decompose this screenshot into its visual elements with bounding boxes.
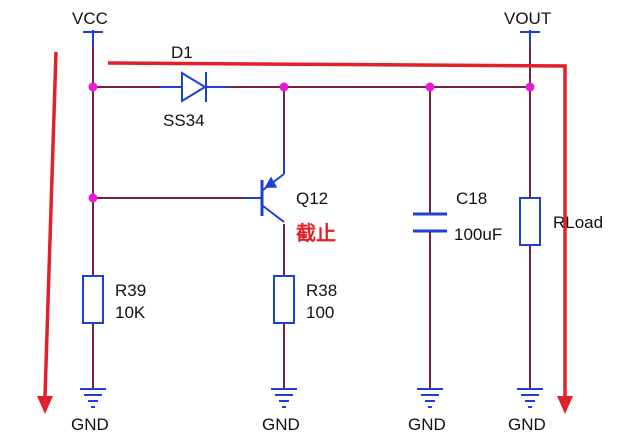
gnd-label: GND: [508, 415, 546, 434]
resistor-r39: R39 10K: [82, 275, 146, 324]
r39-body: [82, 275, 104, 324]
junction-vcc-base: [88, 193, 98, 203]
gnd-rload: GND: [508, 388, 546, 434]
r39-ref-label: R39: [115, 281, 146, 300]
wires: [92, 46, 531, 389]
q12-collector-leg: [262, 205, 285, 223]
gnd-label: GND: [262, 415, 300, 434]
gnd-r39: GND: [71, 388, 109, 434]
diode-triangle-icon: [181, 71, 207, 103]
c18-value-label: 100uF: [454, 225, 502, 244]
vcc-port: VCC: [72, 9, 108, 46]
resistor-rload: RLoad: [519, 197, 603, 246]
right-arrow-head-icon: [557, 396, 573, 414]
r38-value-label: 100: [306, 303, 334, 322]
gnd-r38: GND: [262, 388, 300, 434]
rload-label: RLoad: [553, 213, 603, 232]
d1-ref-label: D1: [171, 43, 193, 62]
junction-vcc-top: [88, 82, 98, 92]
resistor-r38: R38 100: [273, 275, 337, 324]
r39-value-label: 10K: [115, 303, 146, 322]
left-arrow-head-icon: [37, 396, 53, 414]
vcc-label: VCC: [72, 9, 108, 28]
junction-vout: [525, 82, 535, 92]
capacitor-c18: C18 100uF: [413, 189, 502, 244]
rload-body: [519, 197, 541, 246]
gnd-label: GND: [71, 415, 109, 434]
gnd-label: GND: [408, 415, 446, 434]
transistor-q12: Q12 截止: [243, 160, 336, 245]
vout-label: VOUT: [504, 9, 551, 28]
c18-ref-label: C18: [456, 189, 487, 208]
d1-part-label: SS34: [163, 111, 205, 130]
r38-body: [273, 275, 295, 324]
current-flow-arrows: [37, 51, 573, 414]
r38-ref-label: R38: [306, 281, 337, 300]
q12-arrow-icon: [264, 176, 278, 188]
gnd-c18: GND: [408, 388, 446, 434]
junctions: [88, 82, 535, 203]
diode-d1: D1 SS34: [160, 43, 230, 130]
left-current-line: [43, 51, 58, 397]
junction-c18: [425, 82, 435, 92]
q12-ref-label: Q12: [296, 189, 328, 208]
junction-collector: [279, 82, 289, 92]
q12-state-label: 截止: [296, 221, 336, 245]
vout-port: VOUT: [504, 9, 551, 46]
right-current-line: [107, 61, 567, 396]
